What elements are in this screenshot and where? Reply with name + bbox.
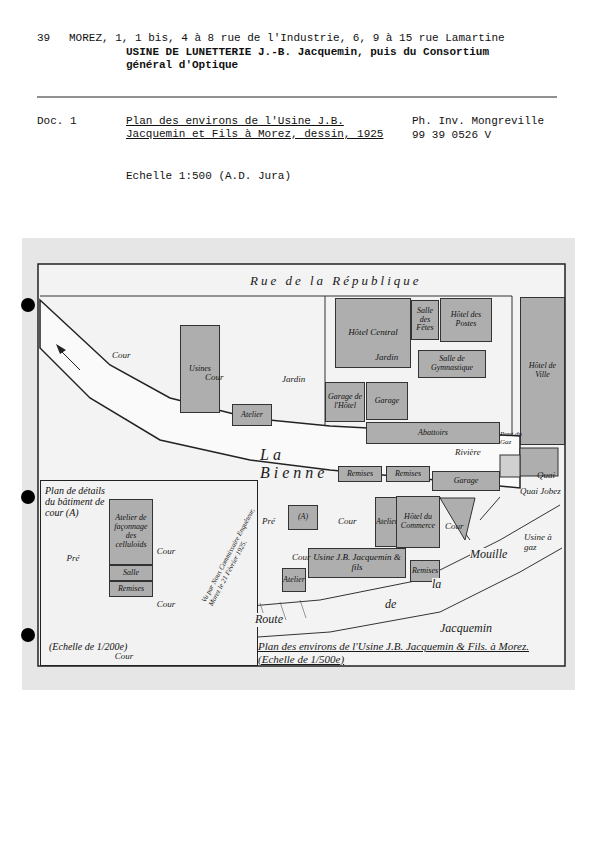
building-name: Remises bbox=[412, 567, 438, 576]
building-name: Salle des Fêtes bbox=[414, 307, 436, 333]
building: Hôtel du Commerce bbox=[396, 496, 440, 548]
map-label: Usine à gaz bbox=[524, 532, 560, 553]
building-name: Atelier bbox=[283, 576, 305, 585]
building: Garage bbox=[366, 382, 408, 420]
map-label: Cour bbox=[111, 651, 137, 661]
building-name: Garage bbox=[454, 477, 478, 486]
building-name: Hôtel des Postes bbox=[443, 311, 489, 329]
building: Remises bbox=[386, 466, 430, 482]
building-name: Remises bbox=[347, 470, 373, 479]
building: Salle des Fêtes bbox=[411, 300, 439, 340]
building: Abattoirs bbox=[366, 422, 500, 444]
map-label: Cour bbox=[205, 372, 235, 382]
header-text: Plan des environs de l'Usine J.B. Jacque… bbox=[126, 115, 386, 140]
building-name: Atelier de façonnage des celluloïds bbox=[112, 514, 150, 549]
header-text: Doc. 1 bbox=[37, 115, 97, 128]
header-text: Ph. Inv. Mongreville bbox=[412, 115, 572, 128]
building-name: Hôtel Central bbox=[348, 328, 398, 338]
building: Garage de l'Hôtel bbox=[325, 382, 365, 422]
map-label: Plan des environs de l'Usine J.B. Jacque… bbox=[258, 640, 558, 665]
building: (A) bbox=[288, 505, 318, 530]
building: Salle bbox=[109, 565, 153, 581]
map-label: Pré bbox=[262, 516, 282, 526]
building: Remises bbox=[338, 466, 382, 482]
building: Usine J.B. Jacquemin & fils bbox=[308, 548, 406, 578]
building: Atelier bbox=[232, 404, 272, 426]
building: Salle de Gymnastique bbox=[418, 350, 486, 378]
header-text: 39 bbox=[37, 32, 65, 45]
building: Atelier bbox=[282, 568, 306, 592]
building-name: Garage de l'Hôtel bbox=[328, 393, 362, 411]
building-name: Atelier bbox=[376, 518, 398, 527]
map-label: Quai Jobez bbox=[520, 486, 565, 496]
map-label: Cour bbox=[445, 521, 471, 531]
map-label: La Bienne bbox=[260, 446, 350, 483]
map-label: de bbox=[385, 598, 396, 612]
map-label: Route bbox=[255, 613, 283, 627]
map-label: Cour bbox=[292, 552, 318, 562]
building-name: Garage bbox=[375, 397, 399, 406]
map-label: Pont du Gaz bbox=[500, 430, 524, 446]
map-label: Cour bbox=[153, 546, 179, 556]
building: Atelier de façonnage des celluloïds bbox=[109, 499, 153, 565]
building-name: Remises bbox=[395, 470, 421, 479]
header-text: MOREZ, 1, 1 bis, 4 à 8 rue de l'Industri… bbox=[69, 32, 569, 45]
map-label: Jacquemin bbox=[440, 622, 492, 636]
building: Hôtel Central bbox=[335, 298, 411, 368]
building: Usines bbox=[180, 325, 220, 413]
map-label: Rivière bbox=[455, 447, 499, 457]
map-label: Pré bbox=[63, 553, 83, 563]
header-text: Echelle 1:500 (A.D. Jura) bbox=[126, 170, 386, 183]
map-label: Mouille bbox=[470, 548, 507, 562]
map-label: Cour bbox=[338, 516, 364, 526]
inset-title: Plan de détails du bâtiment de cour (A) bbox=[45, 485, 105, 518]
building-name: Atelier bbox=[241, 411, 263, 420]
header-text: 99 39 0526 V bbox=[412, 129, 572, 142]
building: Hôtel des Postes bbox=[440, 298, 492, 342]
building-name: Usine J.B. Jacquemin & fils bbox=[311, 553, 403, 573]
map-label: Quai bbox=[537, 470, 563, 480]
map-label: Jardin bbox=[375, 352, 409, 362]
building: Garage bbox=[432, 471, 500, 491]
building-name: Abattoirs bbox=[418, 429, 448, 438]
document-title: USINE DE LUNETTERIE J.-B. Jacquemin, pui… bbox=[126, 46, 506, 71]
building: Hôtel de Ville bbox=[520, 297, 565, 445]
map-label: Cour bbox=[153, 599, 179, 609]
map-label: Jardin bbox=[282, 374, 316, 384]
inset-scale: (Echelle de 1/200e) bbox=[49, 641, 127, 652]
building-name: Remises bbox=[118, 585, 144, 594]
building-name: Hôtel de Ville bbox=[523, 362, 562, 380]
map-label: la bbox=[432, 578, 441, 592]
building-name: (A) bbox=[298, 513, 308, 522]
building-name: Salle bbox=[123, 569, 139, 578]
building: Remises bbox=[109, 581, 153, 597]
building-name: Hôtel du Commerce bbox=[399, 513, 437, 531]
map-label: Rue de la République bbox=[250, 274, 450, 289]
map-label: Cour bbox=[112, 350, 142, 360]
building-name: Salle de Gymnastique bbox=[421, 355, 483, 373]
